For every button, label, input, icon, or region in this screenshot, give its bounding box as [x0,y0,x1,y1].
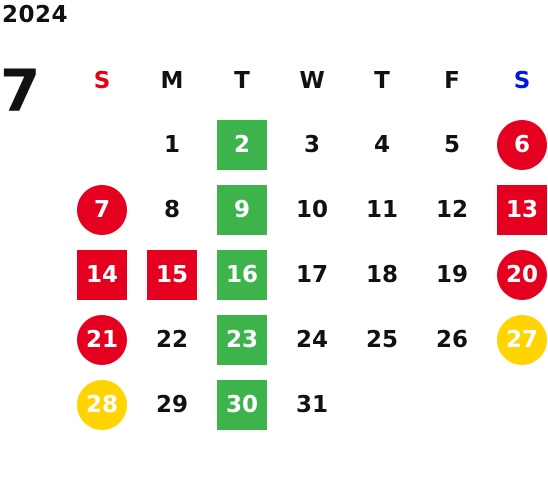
day-15: 15 [147,249,197,300]
day-8: 8 [163,196,180,223]
calendar-cell: 27 [487,307,548,372]
calendar-cell: 13 [487,177,548,242]
calendar-cell: 15 [137,242,207,307]
day-9: 9 [217,184,267,235]
day-24: 24 [295,326,328,353]
month-label: 7 [0,57,41,125]
calendar-cell: 28 [67,372,137,437]
calendar-cell: 2 [207,112,277,177]
calendar-cell [347,372,417,437]
calendar-cell: 20 [487,242,548,307]
calendar-cell: 23 [207,307,277,372]
calendar-cell: 19 [417,242,487,307]
calendar-cell [487,372,548,437]
day-12: 12 [435,196,468,223]
day-20: 20 [497,249,547,300]
calendar-cell: 12 [417,177,487,242]
calendar-cell: 1 [137,112,207,177]
day-30: 30 [217,379,267,430]
day-31: 31 [295,391,328,418]
calendar-cell: 25 [347,307,417,372]
weekday-header-sunday: S [93,68,111,94]
calendar-cell: 8 [137,177,207,242]
day-2: 2 [217,119,267,170]
day-7: 7 [77,184,127,235]
calendar-cell: 6 [487,112,548,177]
calendar-cell: 16 [207,242,277,307]
calendar-cell: 3 [277,112,347,177]
day-13: 13 [497,184,547,235]
day-5: 5 [443,131,460,158]
day-27: 27 [497,314,547,365]
day-3: 3 [303,131,320,158]
weekday-header-thursday: T [374,68,390,94]
day-16: 16 [217,249,267,300]
calendar-cell: 22 [137,307,207,372]
day-4: 4 [373,131,390,158]
calendar-cell: 31 [277,372,347,437]
calendar-cell: 11 [347,177,417,242]
day-22: 22 [155,326,188,353]
weekday-header-tuesday: T [234,68,250,94]
calendar-cell: 29 [137,372,207,437]
day-26: 26 [435,326,468,353]
day-1: 1 [163,131,180,158]
weekday-header-friday: F [444,68,460,94]
day-14: 14 [77,249,127,300]
calendar-cell: 24 [277,307,347,372]
calendar-cell: 26 [417,307,487,372]
calendar-cell: 21 [67,307,137,372]
calendar-cell: 10 [277,177,347,242]
calendar-cell: 7 [67,177,137,242]
calendar-cell: 14 [67,242,137,307]
day-11: 11 [365,196,398,223]
day-23: 23 [217,314,267,365]
day-28: 28 [77,379,127,430]
day-17: 17 [295,261,328,288]
calendar-cell: 4 [347,112,417,177]
calendar-cell: 5 [417,112,487,177]
day-25: 25 [365,326,398,353]
calendar-cell [417,372,487,437]
calendar-cell: 9 [207,177,277,242]
weekday-header-monday: M [160,68,184,94]
calendar-cell [67,112,137,177]
calendar-cell: 30 [207,372,277,437]
calendar-cell: 17 [277,242,347,307]
calendar-cell: 18 [347,242,417,307]
weekday-header-wednesday: W [299,68,325,94]
day-18: 18 [365,261,398,288]
day-19: 19 [435,261,468,288]
day-21: 21 [77,314,127,365]
year-label: 2024 [2,2,69,28]
day-29: 29 [155,391,188,418]
day-6: 6 [497,119,547,170]
day-10: 10 [295,196,328,223]
weekday-header-saturday: S [513,68,531,94]
